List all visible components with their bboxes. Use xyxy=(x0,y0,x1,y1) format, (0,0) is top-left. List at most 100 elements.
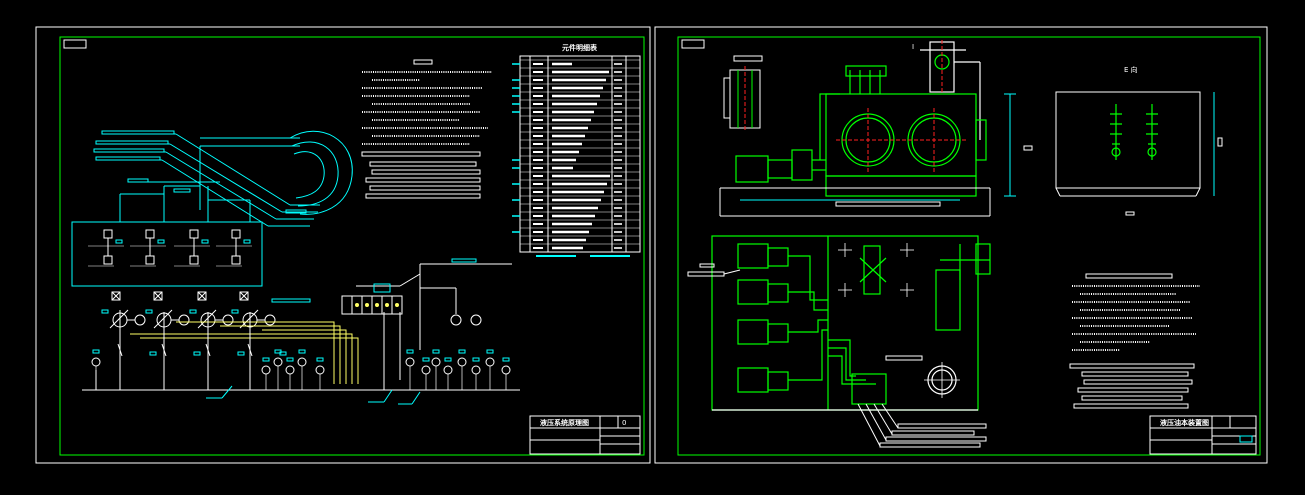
gauge-symbol xyxy=(501,365,511,375)
pump-arrow xyxy=(197,309,217,329)
parts-list-rows xyxy=(520,59,640,250)
check-valve-cross xyxy=(239,291,249,301)
gauge-symbol xyxy=(315,365,325,375)
gauge-symbol xyxy=(457,357,467,367)
notes-boxes-left xyxy=(361,59,481,199)
pump-tag xyxy=(237,351,245,356)
gauge-symbol xyxy=(485,357,495,367)
valve-columns xyxy=(88,229,252,301)
left-title-block-sheet-no: 0 xyxy=(622,419,627,427)
plan-view-leaders xyxy=(687,263,987,448)
plan-view-centerlines xyxy=(838,243,960,398)
gauge-tag xyxy=(316,357,324,362)
gauge-symbol xyxy=(431,357,441,367)
gauge-tag xyxy=(298,349,306,354)
valve-symbol xyxy=(189,255,199,265)
top-view-marker: Ⅰ xyxy=(912,43,915,51)
valve-symbol xyxy=(103,255,113,265)
gauge-tag xyxy=(92,349,100,354)
right-title-block-name: 液压油本装置图 xyxy=(1160,419,1209,427)
filter-manifold xyxy=(341,283,482,326)
pump-tag xyxy=(189,309,197,314)
side-view-valves xyxy=(1110,104,1158,160)
pump-tag xyxy=(193,351,201,356)
left-title-block-name: 液压系统原理图 xyxy=(540,419,589,427)
valve-tag xyxy=(115,239,123,244)
valve-symbol xyxy=(145,255,155,265)
gauge-tag xyxy=(444,357,452,362)
side-view-label: E 向 xyxy=(1124,66,1138,74)
gauge-symbol xyxy=(91,357,101,367)
parts-table-title: 元件明细表 xyxy=(562,44,597,52)
notes-boxes-right xyxy=(1069,273,1195,409)
plan-view xyxy=(711,235,991,411)
gauge-symbol xyxy=(261,365,271,375)
tank-base xyxy=(719,93,1033,217)
gauge-tag xyxy=(502,357,510,362)
check-valve xyxy=(111,291,121,301)
title-block-right xyxy=(1149,415,1257,455)
pump-tag xyxy=(231,309,239,314)
pump-tag xyxy=(149,351,157,356)
gauge-tag xyxy=(286,357,294,362)
bottom-manifold xyxy=(82,263,520,391)
gauge-symbol xyxy=(273,357,283,367)
check-valve xyxy=(197,291,207,301)
motor-symbol xyxy=(134,314,146,326)
gauge-symbol xyxy=(471,365,481,375)
gauge-tag xyxy=(422,357,430,362)
parts-list-table xyxy=(519,55,641,253)
gauge-tag xyxy=(262,357,270,362)
valve-symbol xyxy=(231,255,241,265)
valve-tag xyxy=(157,239,165,244)
check-valve-cross xyxy=(197,291,207,301)
pump-tag xyxy=(145,309,153,314)
check-valve xyxy=(239,291,249,301)
gauge-tag xyxy=(458,349,466,354)
detail-view xyxy=(723,55,763,132)
bottom-labels xyxy=(206,298,421,405)
outer-border xyxy=(35,26,1268,464)
gauge-symbol xyxy=(285,365,295,375)
check-valve-cross xyxy=(153,291,163,301)
valve-symbol xyxy=(145,229,155,239)
check-valve-cross xyxy=(111,291,121,301)
motor-symbol xyxy=(222,314,234,326)
gauge-tag xyxy=(406,349,414,354)
title-block-left xyxy=(529,415,641,455)
table-left-markers xyxy=(512,63,520,233)
motor-symbol xyxy=(178,314,190,326)
inner-frame xyxy=(59,36,1261,456)
valve-tag xyxy=(201,239,209,244)
pump-arrow xyxy=(109,309,129,329)
check-valve xyxy=(153,291,163,301)
return-lines xyxy=(130,321,359,384)
valve-symbol xyxy=(189,229,199,239)
tank-elevation xyxy=(825,41,987,197)
side-view xyxy=(1055,91,1223,216)
pipe-labels xyxy=(93,130,477,263)
pump-arrow xyxy=(153,309,173,329)
tank-centerlines xyxy=(836,40,966,172)
valve-symbol xyxy=(103,229,113,239)
gauge-tag xyxy=(472,357,480,362)
notes-block-right xyxy=(1072,285,1200,351)
pump-arrow xyxy=(239,309,259,329)
gauge-tag xyxy=(486,349,494,354)
gauge-tag xyxy=(274,349,282,354)
notes-block-left xyxy=(362,71,492,145)
valve-symbol xyxy=(231,229,241,239)
gauge-symbol xyxy=(297,357,307,367)
gauge-symbol xyxy=(421,365,431,375)
gauge-tag xyxy=(432,349,440,354)
valve-tag xyxy=(243,239,251,244)
instrument-row xyxy=(91,349,511,390)
motor-symbol xyxy=(264,314,276,326)
pump-valve-panel xyxy=(71,185,263,287)
filter-manifold-inner xyxy=(355,303,399,307)
pump-tag xyxy=(101,309,109,314)
tank-motor xyxy=(735,65,887,183)
gauge-symbol xyxy=(443,365,453,375)
